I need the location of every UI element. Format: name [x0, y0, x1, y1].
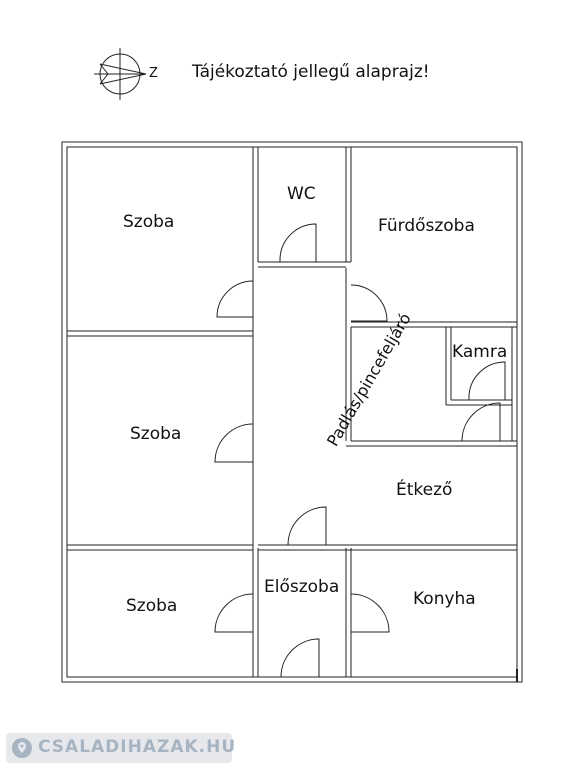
room-label-szoba-bottom: Szoba [126, 596, 178, 616]
room-label-konyha: Konyha [413, 589, 476, 609]
room-label-wc: WC [287, 184, 316, 204]
room-label-szoba-mid: Szoba [130, 424, 182, 444]
doors [214, 223, 518, 682]
watermark-badge: CSALADIHAZAK.HU [6, 733, 235, 763]
room-label-eloszoba: Előszoba [264, 577, 340, 597]
page-title: Tájékoztató jellegű alaprajz! [192, 62, 430, 82]
compass-label: Z [149, 66, 158, 81]
walls [61, 141, 523, 683]
compass-icon [94, 48, 147, 100]
room-label-furdoszoba: Fürdőszoba [378, 216, 475, 236]
location-pin-icon [12, 738, 32, 758]
room-label-kamra: Kamra [452, 342, 508, 362]
room-label-etkezo: Étkező [396, 480, 453, 500]
watermark-text: CSALADIHAZAK.HU [38, 737, 237, 757]
room-label-szoba-top: Szoba [123, 212, 175, 232]
